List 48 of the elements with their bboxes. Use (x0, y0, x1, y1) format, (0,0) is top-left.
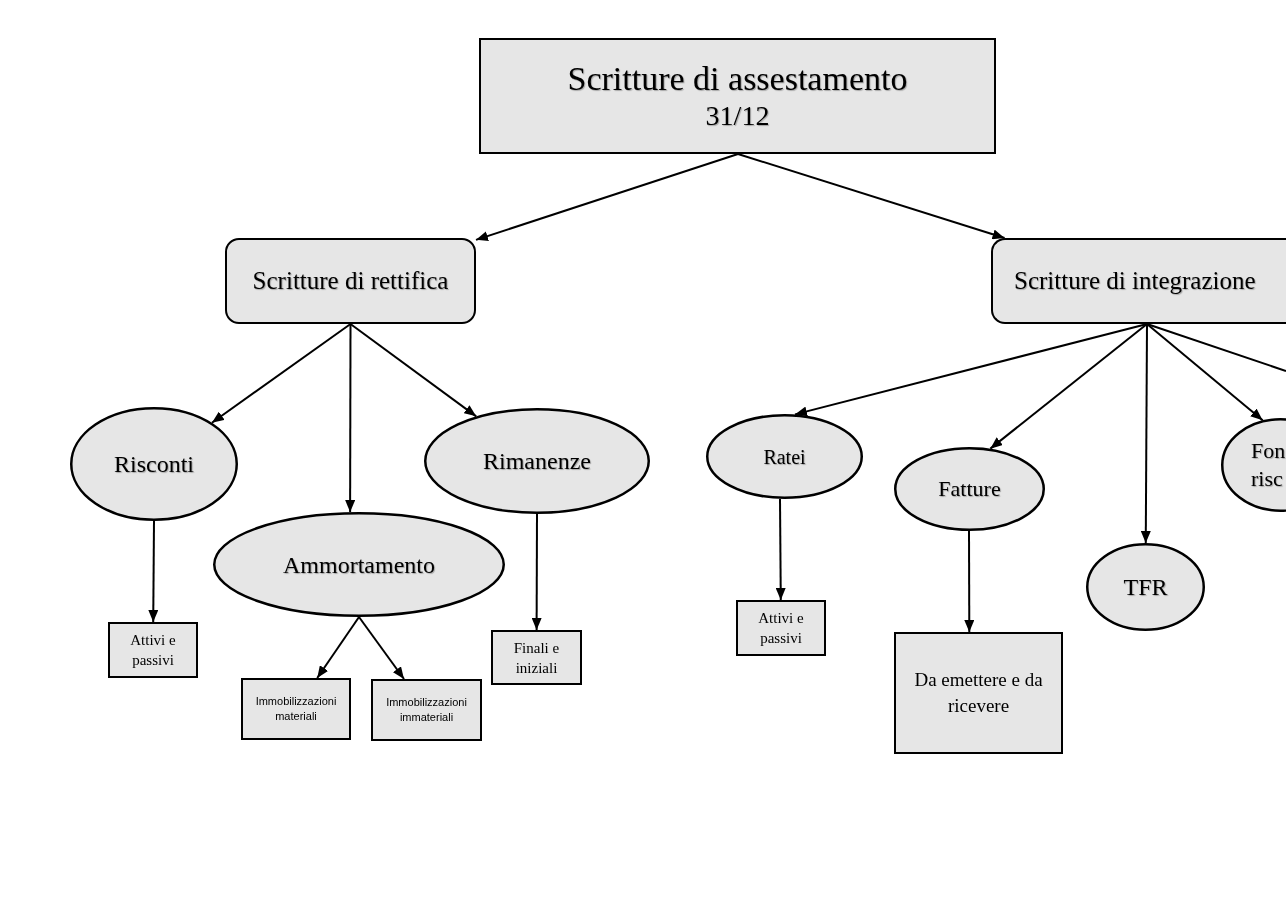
node-label: Fatture (938, 476, 1001, 502)
title-box (479, 38, 996, 154)
node-label: Scritture di assestamento (567, 59, 908, 99)
concept-ellipse (894, 447, 1045, 531)
arrow (737, 153, 1006, 240)
arrow (989, 323, 1148, 450)
arrow (358, 616, 405, 680)
arrow (349, 323, 478, 418)
node-label: Scritture di rettifica (252, 266, 449, 296)
arrow (210, 323, 352, 424)
arrow (775, 497, 786, 601)
arrow (475, 153, 739, 241)
node-label: Immobilizzazioni materiali (254, 694, 338, 724)
node-label: Risconti (114, 450, 194, 478)
node-label: Scritture di integrazione (1014, 266, 1256, 296)
arrow (964, 530, 975, 633)
concept-ellipse (424, 408, 650, 514)
connector-line (1146, 323, 1286, 372)
node-label: Immobilizzazioni immateriali (385, 695, 468, 725)
node-label: Da emettere e da ricevere (913, 668, 1044, 718)
detail-box (371, 679, 482, 741)
concept-ellipse (1086, 543, 1205, 631)
node-label: Ammortamento (283, 550, 435, 579)
category-box (991, 238, 1286, 324)
concept-ellipse (706, 414, 863, 499)
arrow (794, 323, 1148, 417)
arrow (316, 616, 360, 679)
concept-ellipse (70, 407, 238, 521)
detail-box (894, 632, 1063, 754)
date-label: 31/12 (705, 99, 770, 133)
node-label: Finali e iniziali (512, 638, 561, 678)
node-label: Rimanenze (483, 447, 591, 475)
category-box (225, 238, 476, 324)
detail-box (736, 600, 826, 656)
node-label: TFR (1123, 573, 1168, 601)
detail-box (241, 678, 351, 740)
node-label: Ratei (763, 444, 806, 469)
detail-box (491, 630, 582, 685)
arrow (531, 513, 542, 631)
node-label: Attivi e passivi (757, 609, 805, 648)
node-label: Attivi e passivi (129, 631, 177, 670)
arrow (1140, 323, 1151, 544)
arrow (345, 323, 356, 514)
detail-box (108, 622, 198, 678)
arrow (1146, 323, 1264, 422)
node-label: Fon risc (1251, 437, 1286, 493)
arrow (148, 520, 159, 623)
concept-ellipse (213, 512, 505, 617)
